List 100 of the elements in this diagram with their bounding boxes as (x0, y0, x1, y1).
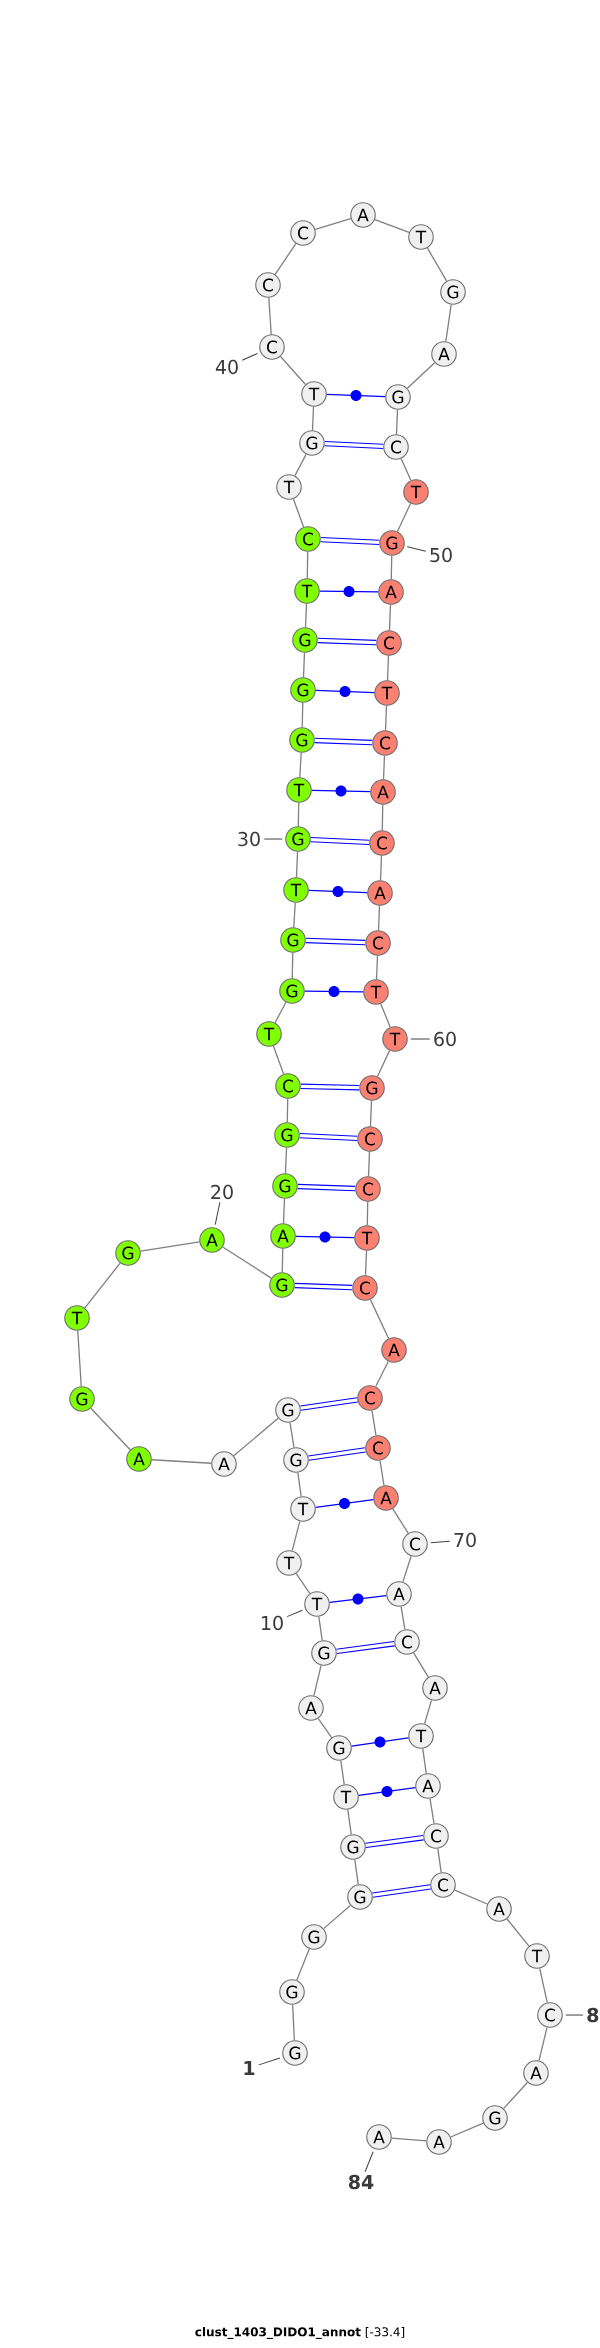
backbone-line (347, 1809, 352, 1835)
position-number: 1 (244, 2061, 255, 2075)
backbone-line (376, 1049, 391, 1078)
backbone-line (222, 1246, 272, 1279)
position-number: 50 (430, 547, 452, 563)
backbone-line (301, 702, 304, 728)
base-pair-line (295, 1231, 355, 1243)
backbone-line (151, 1459, 212, 1464)
backbone-line (374, 218, 410, 234)
leader-line (286, 1609, 303, 1618)
backbone-line (295, 851, 299, 878)
leader-line (364, 2151, 374, 2173)
caption: clust_1403_DIDO1_annot [-33.4] (195, 2327, 405, 2339)
backbone-line (304, 603, 308, 628)
backbone-line (292, 2004, 296, 2041)
backbone-line (413, 1652, 429, 1678)
backbone-line (291, 952, 294, 979)
backbone-line (314, 218, 352, 230)
base-pair-line (329, 1593, 387, 1605)
backbone-line (364, 1250, 368, 1276)
position-number: 84 (348, 2174, 374, 2190)
backbone-line (90, 1407, 131, 1451)
leader-line (214, 1201, 221, 1226)
backbone-line (426, 247, 448, 282)
backbone-line (400, 458, 412, 481)
backbone-line (366, 1201, 369, 1226)
backbone-line (375, 955, 379, 980)
base-pair-line (308, 1447, 366, 1461)
backbone-line (400, 1606, 406, 1631)
backbone-line (293, 902, 296, 928)
base-pair-line (358, 1786, 416, 1797)
backbone-line (284, 1147, 288, 1174)
leader-line (430, 1540, 451, 1544)
base-pair-line (326, 390, 386, 401)
backbone-line (429, 1798, 435, 1825)
base-pair-line (300, 1083, 360, 1091)
backbone-line (297, 802, 300, 827)
backbone-line (296, 1948, 310, 1981)
position-number: 10 (262, 1615, 283, 1631)
base-pair-line (324, 440, 384, 450)
backbone-line (77, 1330, 82, 1387)
backbone-line (354, 1859, 359, 1885)
base-pair-line (308, 886, 368, 897)
backbone-line (274, 243, 297, 276)
base-pair-line (351, 1736, 409, 1748)
backbone-line (382, 755, 386, 780)
backbone-line (450, 2122, 484, 2138)
backbone-line (539, 1967, 548, 2004)
backbone-line (294, 453, 307, 477)
position-number: 8 (587, 2007, 599, 2023)
backbone-line (318, 1616, 323, 1641)
leader-line (258, 2057, 281, 2066)
leader-line (263, 838, 283, 840)
backbone-line (402, 1555, 412, 1583)
backbone-line (289, 1422, 295, 1449)
backbone-line (299, 752, 302, 778)
base-pair-line (300, 1397, 358, 1411)
leader-line (565, 2014, 584, 2016)
base-pair-line (320, 536, 380, 546)
base-pair-line (365, 1835, 424, 1848)
backbone-line (369, 1298, 390, 1340)
base-pair-line (297, 1183, 356, 1192)
backbone-line (384, 705, 388, 731)
backbone-line (445, 304, 452, 342)
backbone-line (313, 1664, 322, 1697)
backbone-line (390, 555, 393, 580)
backbone-line (311, 406, 315, 431)
position-number: 70 (454, 1532, 476, 1548)
backbone-line (268, 297, 272, 335)
backbone-line (379, 855, 383, 881)
backbone-line (281, 1248, 284, 1273)
backbone-line (272, 1045, 285, 1075)
backbone-line (396, 502, 412, 533)
leader-line (241, 352, 259, 361)
backbone-line (84, 1262, 121, 1309)
position-number: 30 (238, 831, 260, 847)
backbone-line (392, 1508, 409, 1534)
leader-line (410, 1038, 431, 1040)
base-pair-line (314, 737, 373, 746)
backbone-line (377, 905, 381, 931)
backbone-line (323, 1904, 351, 1930)
backbone-line (233, 1417, 279, 1457)
backbone-line (503, 2081, 529, 2110)
base-pair-line (336, 1641, 395, 1654)
backbone-line (306, 551, 309, 579)
backbone-line (317, 1717, 333, 1739)
base-pair-line (372, 1884, 431, 1898)
backbone-line (295, 1572, 311, 1595)
base-pair-line (315, 1498, 374, 1509)
backbone-line (302, 652, 306, 678)
backbone-line (375, 1360, 389, 1388)
backbone-line (454, 1889, 488, 1905)
base-pair-line (319, 586, 379, 597)
backbone-line (386, 655, 390, 681)
backbone-line (395, 409, 399, 435)
backbone-line (379, 1460, 385, 1487)
backbone-line (381, 804, 384, 831)
base-pair-line (311, 785, 371, 797)
leader-line (406, 546, 427, 552)
backbone-line (282, 1198, 286, 1224)
